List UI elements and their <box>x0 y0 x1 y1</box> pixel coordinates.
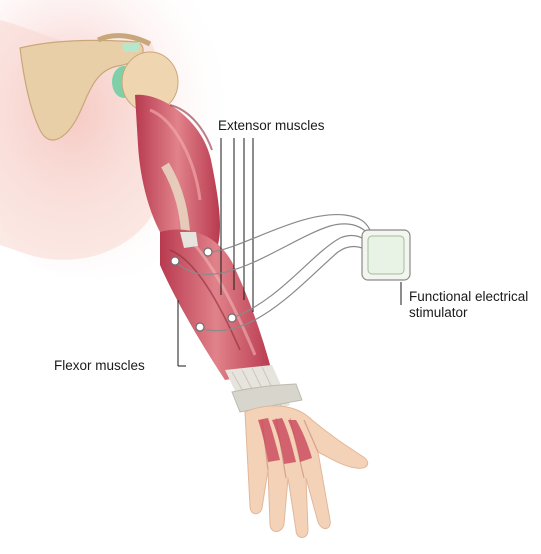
stimulator-label: Functional electrical stimulator <box>409 289 528 321</box>
stimulator-label-line1: Functional electrical <box>409 289 528 305</box>
forearm-muscles <box>160 230 272 380</box>
stimulator-device <box>362 230 410 280</box>
electrode-1 <box>204 248 212 256</box>
electrode-3 <box>228 314 236 322</box>
hand <box>245 406 368 538</box>
electrode-4 <box>196 323 204 331</box>
flexor-muscles-label: Flexor muscles <box>54 358 145 374</box>
electrode-2 <box>171 257 179 265</box>
extensor-muscles-label: Extensor muscles <box>218 118 325 134</box>
stimulator-label-line2: stimulator <box>409 305 528 321</box>
